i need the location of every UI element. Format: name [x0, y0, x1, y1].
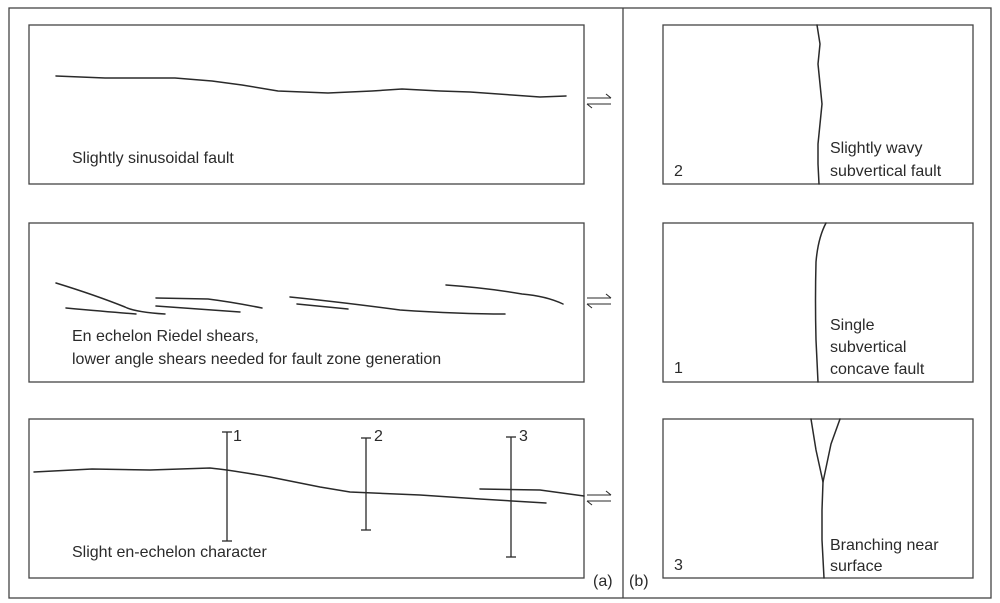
riedel-shear	[155, 305, 241, 313]
section-marker-3: 3	[506, 428, 528, 558]
fault-trace	[33, 467, 547, 504]
section-number: 2	[674, 163, 683, 180]
section-number: 3	[519, 428, 528, 445]
box-slightly-wavy-fault: 2 Slightly wavy subvertical fault	[662, 24, 974, 185]
riedel-shear	[155, 297, 263, 309]
riedel-shear	[55, 282, 166, 315]
riedel-shear	[65, 307, 137, 315]
fault-branch	[822, 418, 841, 483]
caption-line: Branching near	[830, 537, 939, 554]
outer-frame	[8, 7, 992, 599]
panel-a-letter: (a)	[593, 573, 613, 590]
section-marker-2: 2	[361, 428, 383, 531]
section-number: 1	[233, 428, 242, 445]
caption-line: En echelon Riedel shears,	[72, 328, 259, 345]
caption-line: Single	[830, 317, 875, 334]
sense-of-shear-arrows	[586, 490, 612, 506]
fault-profile	[816, 24, 823, 185]
fault-profile	[814, 222, 827, 383]
box-frame	[28, 418, 585, 579]
fault-trace	[479, 488, 585, 497]
riedel-shear	[289, 296, 506, 315]
caption-line: Slightly sinusoidal fault	[72, 150, 234, 167]
box-frame	[662, 418, 974, 579]
caption-line: concave fault	[830, 361, 925, 378]
sense-of-shear-arrows	[586, 93, 612, 109]
riedel-shear	[445, 284, 564, 305]
box-riedel-shears: En echelon Riedel shears, lower angle sh…	[28, 222, 612, 383]
box-frame	[28, 24, 585, 185]
box-frame	[662, 24, 974, 185]
caption-line: subvertical fault	[830, 163, 942, 180]
box-concave-fault: 1 Single subvertical concave fault	[662, 222, 974, 383]
caption-line: subvertical	[830, 339, 906, 356]
panel-b: (b) 2 Slightly wavy subvertical fault 1 …	[629, 24, 974, 590]
caption-line: Slightly wavy	[830, 140, 922, 157]
section-number: 3	[674, 557, 683, 574]
section-marker-1: 1	[222, 428, 242, 542]
riedel-shear	[296, 303, 349, 310]
fault-trace	[55, 75, 567, 98]
caption-line: Slight en-echelon character	[72, 544, 267, 561]
box-frame	[28, 222, 585, 383]
box-sinusoidal-fault: Slightly sinusoidal fault	[28, 24, 612, 185]
panel-a: Slightly sinusoidal fault En echelon Rie…	[28, 24, 613, 590]
box-branching-fault: 3 Branching near surface	[662, 418, 974, 579]
caption-line: surface	[830, 558, 883, 575]
sense-of-shear-arrows	[586, 293, 612, 309]
box-en-echelon: 1 2 3 Slight en-echelon character	[28, 418, 612, 579]
fault-profile	[810, 418, 825, 579]
caption-line: lower angle shears needed for fault zone…	[72, 351, 441, 368]
panel-b-letter: (b)	[629, 573, 649, 590]
section-number: 2	[374, 428, 383, 445]
section-number: 1	[674, 360, 683, 377]
